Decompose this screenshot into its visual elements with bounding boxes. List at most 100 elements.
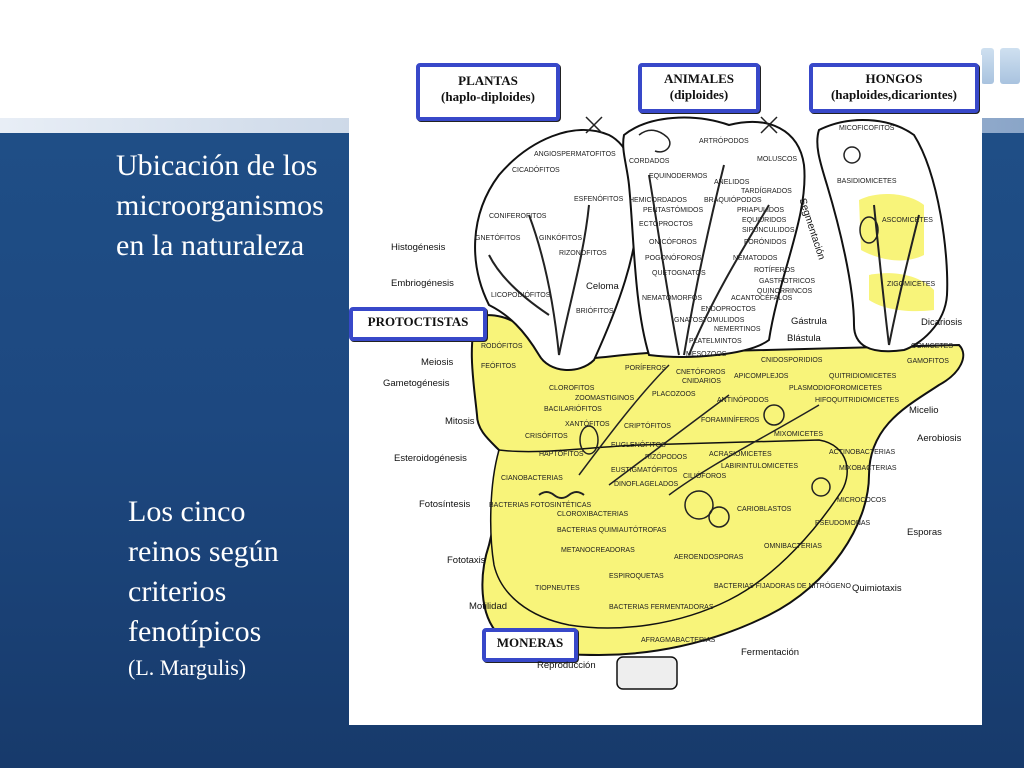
taxon-label: FORÓNIDOS <box>744 239 787 246</box>
subtitle-line: fenotípicos <box>128 615 262 648</box>
kingdom-hongos: HONGOS (haploides,dicariontes) <box>809 63 979 113</box>
taxon-label: ZOOMASTIGINOS <box>575 395 635 402</box>
taxon-label: HEMICORDADOS <box>629 197 687 204</box>
taxon-label: RIZÓPODOS <box>645 454 688 461</box>
taxon-label: PLASMODIOFOROMICETES <box>789 385 882 392</box>
taxon-label: CNIDOSPORIDIOS <box>761 357 823 364</box>
subtitle-line: reinos según <box>128 535 279 568</box>
taxon-label: NEMERTINOS <box>714 326 761 333</box>
kingdom-name: ANIMALES <box>663 71 735 86</box>
animal-branch <box>648 164 770 356</box>
taxon-label: CIANOBACTERIAS <box>501 475 563 482</box>
taxon-label: CICADÓFITOS <box>512 167 560 174</box>
taxon-label: TARDÍGRADOS <box>741 188 792 195</box>
taxon-label: ANELIDOS <box>714 179 750 186</box>
process-label: Blástula <box>787 333 821 344</box>
taxon-label: ESPIROQUETAS <box>609 573 664 580</box>
process-label: Micelio <box>909 405 939 416</box>
five-kingdoms-figure: PLANTAS (haplo-diploides) ANIMALES (dipl… <box>349 55 982 725</box>
taxon-label: BRAQUIÓPODOS <box>704 197 762 204</box>
taxon-label: MICOFICOFITOS <box>839 125 895 132</box>
hongos-highlight <box>859 193 924 261</box>
taxon-label: EQUIURIDOS <box>742 217 787 224</box>
taxon-label: ACTINOBACTERIAS <box>829 449 896 456</box>
process-label: Mitosis <box>445 416 475 427</box>
taxon-label: ECTOPROCTOS <box>639 221 693 228</box>
taxon-label: PLATELMINTOS <box>689 338 742 345</box>
kingdom-note: (haplo-diploides) <box>441 89 535 104</box>
taxon-label: CLOROFITOS <box>549 385 595 392</box>
taxon-label: CLOROXIBACTERIAS <box>557 511 629 518</box>
taxon-label: ASCOMICETES <box>882 217 933 224</box>
cell-illustration <box>843 146 861 164</box>
taxon-label: NEMATOMORFOS <box>642 295 703 302</box>
taxon-label: BRIÓFITOS <box>576 308 614 315</box>
kingdom-animales: ANIMALES (diploides) <box>638 63 760 113</box>
taxon-label: PRIAPULÍDOS <box>737 207 785 214</box>
plant-branch <box>488 204 590 356</box>
cell-illustration <box>708 506 730 528</box>
taxon-label: BACILARIÓFITOS <box>544 406 602 413</box>
cell-illustration <box>811 477 831 497</box>
title-line: en la naturaleza <box>116 229 305 262</box>
taxon-label: EUSTIGMATÓFITOS <box>611 467 678 474</box>
kingdom-plantas: PLANTAS (haplo-diploides) <box>416 63 560 121</box>
taxon-label: QUETOGNATOS <box>652 270 706 277</box>
organism-illustration <box>585 116 603 134</box>
kingdom-name: PLANTAS <box>458 73 518 88</box>
taxon-label: QUITRIDIOMICETES <box>829 373 897 380</box>
slide-subtitle: Los cinco reinos según criterios fenotíp… <box>128 492 348 684</box>
taxon-label: CILIÓFOROS <box>683 473 727 480</box>
taxon-label: RODÓFITOS <box>481 343 523 350</box>
process-label: Fotosíntesis <box>419 499 471 510</box>
taxon-label: GAMOFITOS <box>907 358 949 365</box>
process-label: Meiosis <box>421 357 454 368</box>
taxon-label: PENTASTÓMIDOS <box>643 207 704 214</box>
moneras-bulb <box>490 439 848 629</box>
kingdom-name: MONERAS <box>496 635 564 650</box>
taxon-label: MIXOBACTERIAS <box>839 465 897 472</box>
taxon-label: CRISÓFITOS <box>525 433 568 440</box>
title-line: Ubicación de los <box>116 149 318 182</box>
taxon-label: RIZONOFITOS <box>559 250 607 257</box>
kingdom-note: (diploides) <box>669 87 729 102</box>
taxon-label: GNETÓFITOS <box>475 235 521 242</box>
process-label: Aerobiosis <box>917 433 962 444</box>
taxon-label: AEROENDOSPORAS <box>674 554 744 561</box>
taxon-label: ARTRÓPODOS <box>699 138 749 145</box>
taxon-label: HAPTÓFITOS <box>539 451 584 458</box>
taxon-label: QUINORRINCOS <box>757 288 813 295</box>
taxon-label: ROTÍFEROS <box>754 267 795 274</box>
cell-illustration <box>763 404 785 426</box>
taxon-label: BACTERIAS FIJADORAS DE NITRÓGENO <box>714 583 851 590</box>
taxon-label: GNATOSTOMULIDOS <box>674 317 745 324</box>
taxon-label: ANGIOSPERMATOFITOS <box>534 151 616 158</box>
taxon-label: SIPUNCULIDOS <box>742 227 795 234</box>
taxon-label: ANTINÓPODOS <box>717 397 769 404</box>
taxon-label: METANOCREADORAS <box>561 547 635 554</box>
taxon-label: FEÓFITOS <box>481 363 516 370</box>
taxon-label: ACANTOCÉFALOS <box>731 295 793 302</box>
organism-illustration <box>760 116 778 134</box>
taxon-label: XANTÓFITOS <box>565 421 610 428</box>
process-label: Reproducción <box>537 660 596 671</box>
taxon-label: CARIOBLASTOS <box>737 506 792 513</box>
protist-branch <box>578 364 820 496</box>
taxon-label: EUGLENÓFITOS <box>611 442 666 449</box>
taxon-label: ESFENÓFITOS <box>574 196 624 203</box>
process-label: Gástrula <box>791 316 827 327</box>
slide-title: Ubicación de los microorganismos en la n… <box>116 146 356 266</box>
taxon-label: GASTROTRICOS <box>759 278 816 285</box>
base-block <box>616 656 678 690</box>
taxon-label: APICOMPLEJOS <box>734 373 789 380</box>
taxon-label: ACRASIOMICETES <box>709 451 772 458</box>
kingdom-name: HONGOS <box>865 71 923 86</box>
process-label: Fermentación <box>741 647 800 658</box>
process-label: Quimiotaxis <box>852 583 902 594</box>
taxon-label: DINOFLAGELADOS <box>614 481 679 488</box>
taxon-label: MIXOMICETES <box>774 431 824 438</box>
process-label: Fototaxis <box>447 555 486 566</box>
cell-illustration <box>579 425 599 455</box>
taxon-label: OOMICETES <box>911 343 954 350</box>
taxon-label: OMNIBACTERIAS <box>764 543 822 550</box>
